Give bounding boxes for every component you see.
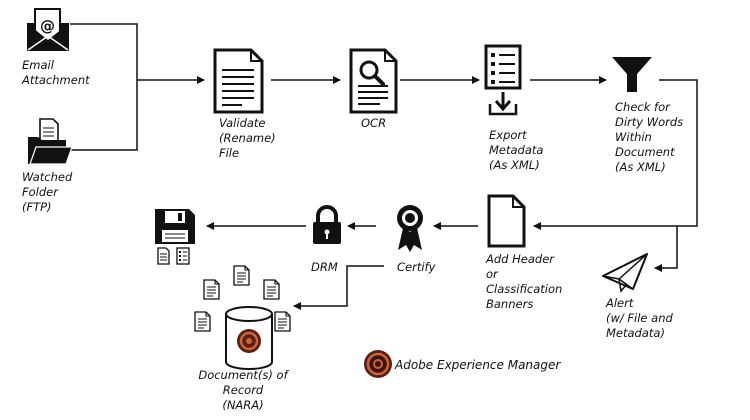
arrow-to-alert bbox=[654, 226, 678, 272]
small-document-icon bbox=[157, 247, 170, 265]
adobe-experience-manager-logo bbox=[237, 329, 261, 353]
brand-name: Adobe Experience Manager bbox=[395, 358, 561, 372]
ribbon-award-icon bbox=[397, 205, 423, 252]
record-document-icon bbox=[274, 311, 291, 332]
ocr-icon bbox=[349, 48, 398, 114]
label-email-attachment: Email Attachment bbox=[22, 58, 90, 87]
label-drm: DRM bbox=[311, 260, 338, 274]
record-document-icon bbox=[263, 279, 280, 300]
svg-text:@: @ bbox=[40, 17, 55, 35]
label-alert: Alert (w/ File and Metadata) bbox=[606, 296, 673, 340]
small-list-icon bbox=[176, 247, 190, 265]
document-icon bbox=[487, 194, 526, 248]
paper-plane-icon bbox=[602, 253, 648, 293]
label-export-metadata: Export Metadata (As XML) bbox=[489, 128, 544, 172]
label-watched-folder: Watched Folder (FTP) bbox=[22, 170, 73, 214]
label-validate: Validate (Rename) File bbox=[219, 116, 276, 160]
arrow-to-header bbox=[533, 79, 698, 230]
folder-icon bbox=[28, 118, 73, 165]
label-ocr: OCR bbox=[361, 116, 387, 130]
floppy-disk-icon bbox=[155, 209, 195, 244]
connector-email bbox=[70, 23, 138, 80]
record-document-icon bbox=[194, 311, 211, 332]
lock-icon bbox=[313, 205, 341, 244]
email-icon: @ bbox=[27, 8, 69, 51]
adobe-experience-manager-logo bbox=[364, 350, 392, 378]
label-add-header: Add Header or Classification Banners bbox=[486, 252, 563, 311]
record-document-icon bbox=[203, 279, 220, 300]
connectors bbox=[70, 23, 698, 310]
export-metadata-icon bbox=[484, 44, 522, 116]
label-documents-of-record: Document(s) of Record (NARA) bbox=[198, 368, 288, 412]
filter-icon bbox=[612, 57, 652, 92]
document-icon bbox=[213, 48, 264, 114]
label-check-dirty-words: Check for Dirty Words Within Document (A… bbox=[615, 100, 684, 174]
record-document-icon bbox=[233, 265, 250, 286]
connector-folder bbox=[70, 80, 138, 151]
label-certify: Certify bbox=[397, 260, 436, 274]
arrow-to-documents bbox=[293, 265, 384, 310]
